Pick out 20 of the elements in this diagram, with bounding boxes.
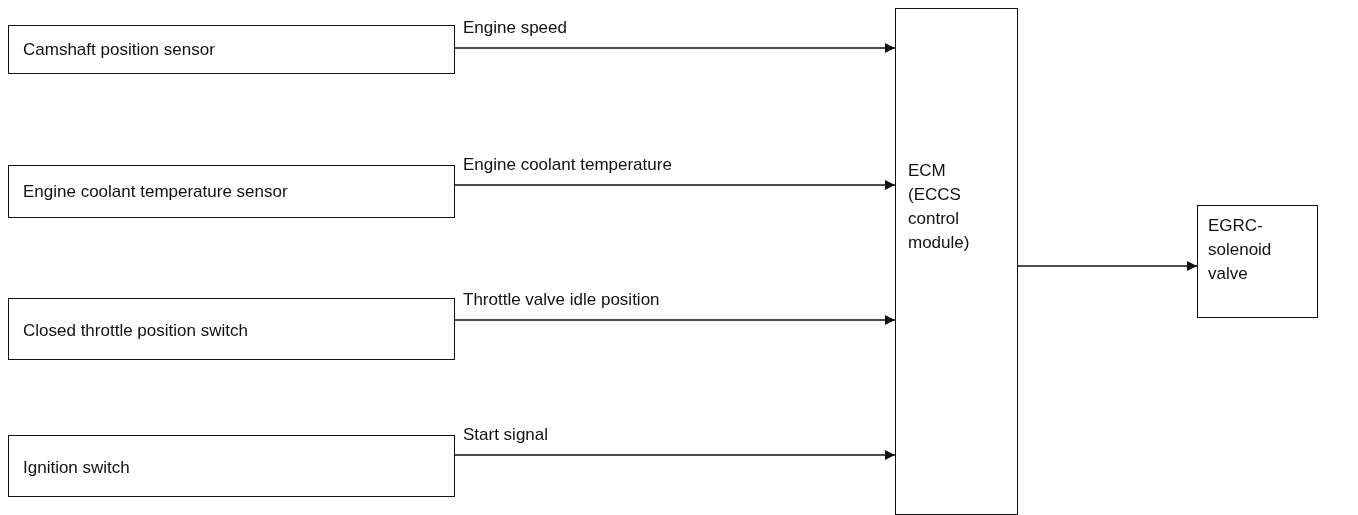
node-label: EGRC- solenoid valve [1208, 215, 1273, 285]
node-label: Closed throttle position switch [23, 320, 248, 342]
node-label: Camshaft position sensor [23, 39, 215, 61]
edge-label: Engine coolant temperature [461, 155, 674, 175]
node-label: Ignition switch [23, 457, 130, 479]
sensor-box [8, 165, 455, 218]
sensor-box [8, 25, 455, 74]
node-label: ECM (ECCS control module) [908, 160, 971, 254]
edge-label: Engine speed [461, 18, 569, 38]
edge-label: Throttle valve idle position [461, 290, 662, 310]
arrow [454, 450, 896, 460]
control-module-box [895, 8, 1018, 515]
arrow [454, 43, 896, 53]
arrow [1017, 261, 1198, 271]
arrow [454, 180, 896, 190]
switch-box [8, 435, 455, 497]
node-label: Engine coolant temperature sensor [23, 181, 288, 203]
valve-box [1197, 205, 1318, 318]
switch-box [8, 298, 455, 360]
arrow [454, 315, 896, 325]
